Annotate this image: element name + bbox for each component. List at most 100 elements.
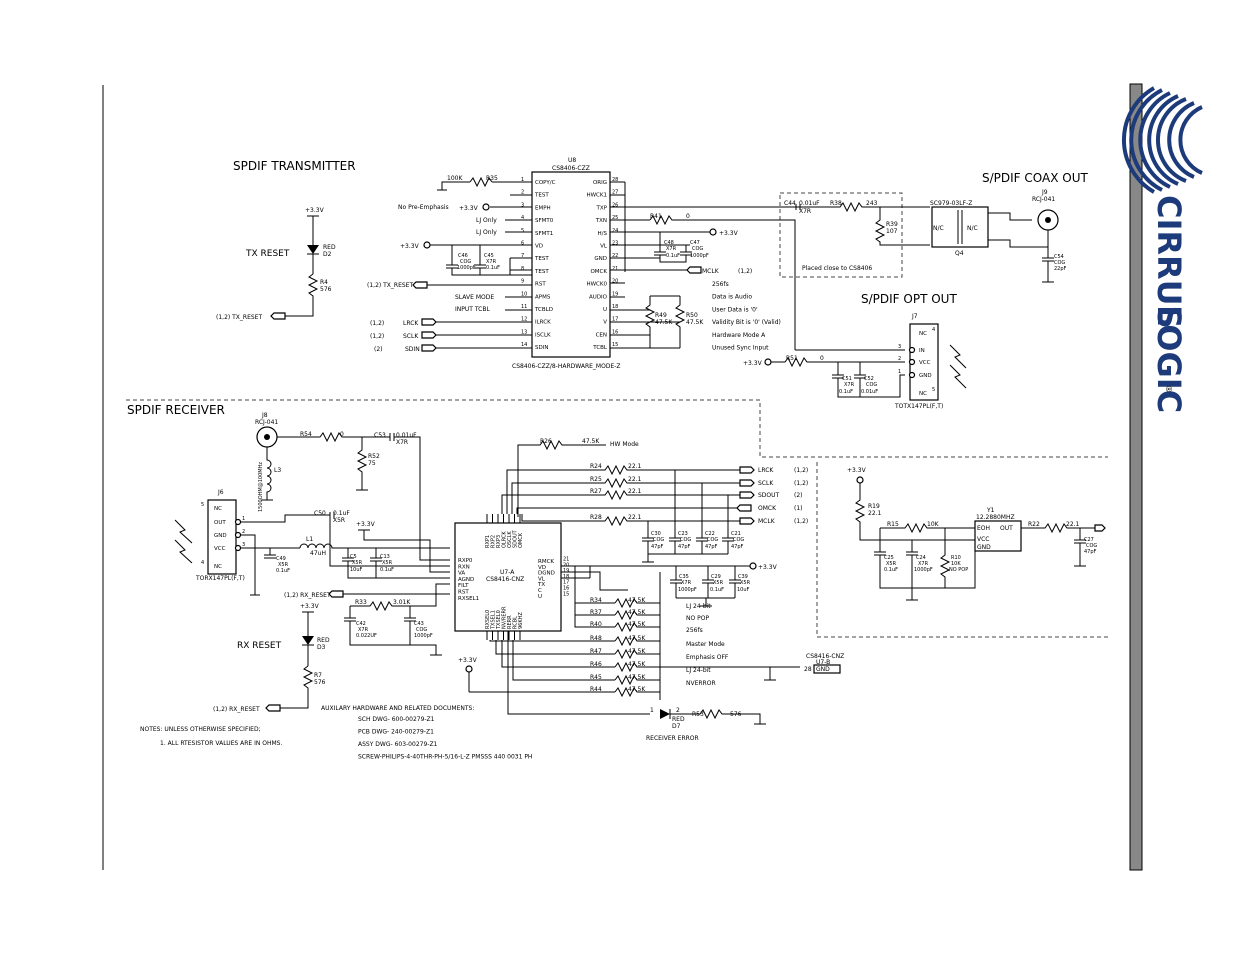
sclk-in-ref: (1,2) bbox=[370, 333, 384, 340]
r35-resistor bbox=[469, 176, 493, 188]
c35-ref: C35 bbox=[679, 574, 689, 580]
cirrus-logic-logo: CIRRUS LOGIC ® bbox=[1121, 86, 1203, 413]
j7-light2 bbox=[949, 364, 967, 389]
u7a-top-pin-3: OLRCK bbox=[502, 531, 508, 548]
j7-pin-4: NC bbox=[919, 391, 927, 397]
slave-mode: SLAVE MODE bbox=[455, 294, 494, 301]
receiver-section-divider bbox=[126, 399, 1108, 458]
filt-gnd-rail bbox=[349, 621, 437, 655]
aux-line-0: SCH DWG- 600-00279-Z1 bbox=[358, 716, 435, 723]
r46-ref: R46 bbox=[590, 661, 602, 668]
c46-type: COG bbox=[460, 259, 471, 265]
r24-flag bbox=[739, 466, 755, 474]
y1-pin-gnd: GND bbox=[977, 544, 991, 551]
chip-u7a: U7-A CS8416-CNZ RXP0RXNVAAGNDFILTRSTRXSE… bbox=[454, 514, 569, 640]
tx-note-5: Unused Sync Input bbox=[712, 345, 769, 352]
l3-ref: L3 bbox=[274, 467, 281, 474]
u7a-left-pin-1: RXN bbox=[458, 564, 470, 570]
d7-pin1: 1 bbox=[650, 707, 654, 714]
vcc-vd-rx: +3.3V bbox=[758, 564, 778, 571]
sclk-in: SCLK bbox=[403, 333, 419, 340]
u7a-right-pin-num-16: 16 bbox=[563, 586, 569, 592]
y1-body bbox=[974, 520, 1022, 552]
d7-pin2: 2 bbox=[676, 707, 680, 714]
u7a-bottom-pin-4: RERR bbox=[507, 615, 513, 629]
q4-out-bot bbox=[988, 230, 1049, 248]
j9-ref: J9 bbox=[1041, 189, 1048, 196]
u8-pin-name-17: V bbox=[603, 320, 607, 326]
c53-type: X7R bbox=[396, 439, 408, 446]
r54-net bbox=[277, 431, 390, 443]
c44-ref: C44 bbox=[784, 200, 796, 207]
r10-resistor bbox=[939, 528, 951, 588]
r24-ref: R24 bbox=[590, 463, 602, 470]
notes-1: 1. ALL RTESISTOR VALUES ARE IN OHMS. bbox=[160, 740, 282, 747]
r15-net bbox=[880, 522, 975, 534]
d3-val: RED bbox=[317, 637, 330, 644]
tx-note-4: Hardware Mode A bbox=[712, 332, 766, 339]
r50-ref: R50 bbox=[686, 312, 698, 319]
j8-ref: J8 bbox=[261, 412, 268, 419]
c30-ref: C30 bbox=[651, 531, 661, 537]
r37-note: NO POP bbox=[686, 615, 709, 622]
rx-reset-flag2 bbox=[328, 590, 344, 598]
u7b-body bbox=[813, 664, 841, 674]
u8-pin-name-13: ISCLK bbox=[535, 332, 551, 338]
u7a-right-pin-name-20: VD bbox=[538, 565, 546, 571]
r4-val: 576 bbox=[320, 286, 332, 293]
chip-u8: U8 CS8406-CZZ CS8406-CZZ/8-HARDWARE_MODE… bbox=[512, 157, 621, 370]
tx-reset-flag bbox=[270, 312, 286, 320]
j6-pin-num-4: 4 bbox=[201, 560, 204, 566]
tx-note-3: Validity Bit is '0' (Valid) bbox=[712, 319, 781, 326]
r37-val: 47.5K bbox=[628, 609, 646, 616]
r19-val: 22.1 bbox=[868, 510, 882, 517]
j7-pin-dot-3 bbox=[908, 371, 916, 379]
u8-pin-num-20: 20 bbox=[612, 279, 618, 285]
c24-ref: C24 bbox=[916, 555, 926, 561]
j7-part: TOTX147PL(F,T) bbox=[894, 403, 943, 410]
r4-resistor bbox=[285, 273, 319, 317]
tx-input-sdin: (2) SDIN bbox=[374, 344, 532, 353]
r25-val: 22.1 bbox=[628, 476, 642, 483]
no-preemph: No Pre-Emphasis bbox=[398, 204, 449, 211]
aux-line-1: PCB DWG- 240-00279-Z1 bbox=[358, 729, 434, 736]
c43-val: 1000pF bbox=[414, 633, 433, 639]
u7a-bottom-pin-1: TXSEL1 bbox=[491, 610, 497, 630]
sclk-flag bbox=[421, 331, 437, 339]
q4-ref: Q4 bbox=[955, 250, 964, 257]
r24-lref: (1,2) bbox=[794, 467, 808, 474]
j6-gnd-net bbox=[240, 534, 256, 595]
q4-nc-right: N/C bbox=[967, 225, 978, 232]
c47-val: 1000pF bbox=[690, 253, 709, 259]
r26-net bbox=[517, 439, 606, 517]
u7b-name: GND bbox=[816, 666, 830, 673]
r10-val: 10K bbox=[951, 561, 961, 567]
u8-pin-num-18: 18 bbox=[612, 304, 618, 310]
aux-line-3: SCREW-PHILIPS-4-40THR-PH-5/16-L-Z PMSSS … bbox=[358, 754, 532, 761]
j7-pin-3: GND bbox=[919, 373, 932, 379]
u8-pin-name-24: H/S bbox=[598, 231, 608, 237]
c39-type: X5R bbox=[740, 580, 751, 586]
u7a-top-pin-5: SDOUT bbox=[513, 529, 519, 548]
u8-pin-num-24: 24 bbox=[612, 228, 618, 234]
caps-gnd-rail bbox=[451, 268, 532, 276]
u8-pin-num-16: 16 bbox=[612, 329, 618, 335]
c50-val: 0.1uF bbox=[333, 510, 350, 517]
c27-val: 47pF bbox=[1084, 549, 1097, 555]
r53-net bbox=[670, 708, 761, 724]
u8-pin-num-22: 22 bbox=[612, 253, 618, 259]
r52-val: 75 bbox=[368, 460, 376, 467]
c47-type: COG bbox=[692, 246, 703, 252]
r39-val: 107 bbox=[886, 228, 898, 235]
c22-type: COG bbox=[707, 537, 718, 543]
tx-input-sclk: (1,2) SCLK bbox=[370, 331, 532, 340]
r45-note: NVERROR bbox=[686, 680, 716, 687]
u7a-bottom-pin-3: NV/RERR bbox=[502, 606, 508, 629]
j7-pin-num-4: 5 bbox=[932, 387, 935, 393]
vcc-j7-node bbox=[764, 358, 772, 366]
y1-pin-out: OUT bbox=[1000, 525, 1013, 532]
